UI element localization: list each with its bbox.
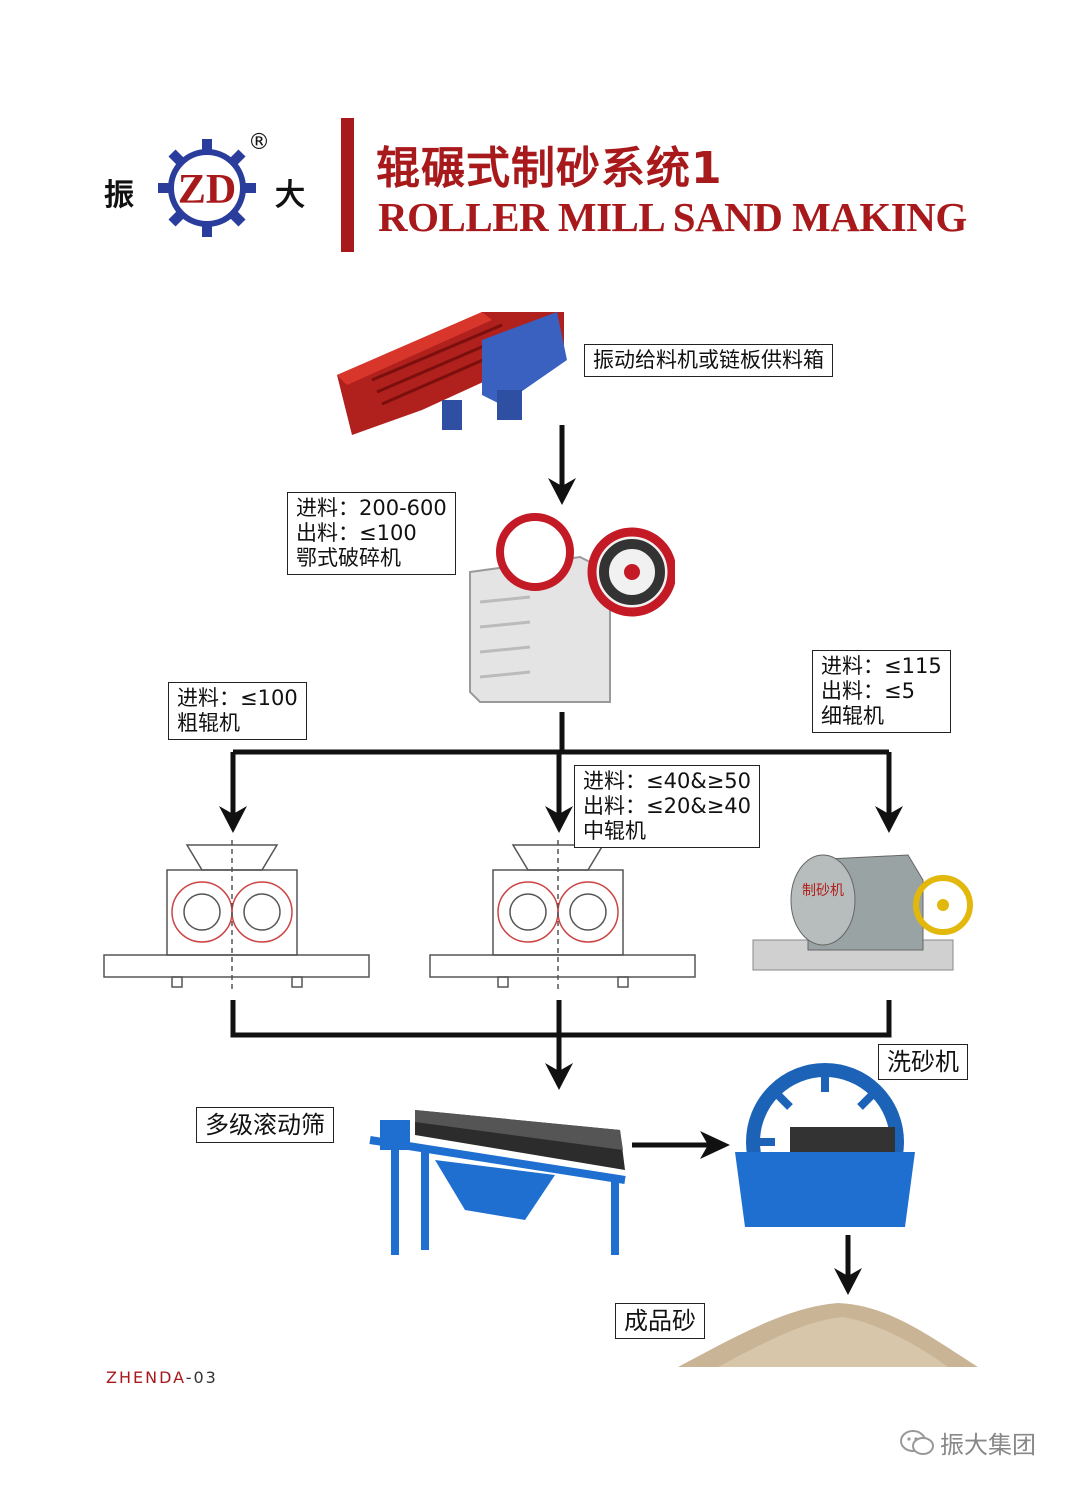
label-fine-name: 细辊机 <box>821 704 884 728</box>
page-number: ZHENDA-03 <box>106 1368 218 1387</box>
label-medium-name: 中辊机 <box>583 819 646 843</box>
label-fine-output: 出料：≤5 <box>821 679 915 703</box>
label-coarse-name: 粗辊机 <box>177 711 240 735</box>
label-fine-feed: 进料：≤115 <box>821 654 942 678</box>
header: 振 大 ZD ® 辊碾式制砂系统1 ROLLER MILL SAND MAKIN… <box>0 100 1080 260</box>
arrowhead-screen <box>545 1063 573 1090</box>
sand-pile-image <box>678 1303 978 1367</box>
wechat-account-name: 振大集团 <box>940 1431 1036 1459</box>
label-product-name: 成品砂 <box>624 1307 696 1335</box>
page-prefix: ZHENDA <box>106 1368 186 1387</box>
wechat-watermark: 振大集团 <box>900 1425 1036 1460</box>
label-jaw-crusher: 进料：200-600 出料：≤100 鄂式破碎机 <box>287 492 456 575</box>
label-jaw-output: 出料：≤100 <box>296 521 417 545</box>
label-fine-roller: 进料：≤115 出料：≤5 细辊机 <box>812 650 951 733</box>
label-medium-roller: 进料：≤40&≥50 出料：≤20&≥40 中辊机 <box>574 765 761 848</box>
label-screen-name: 多级滚动筛 <box>205 1111 325 1139</box>
label-medium-feed: 进料：≤40&≥50 <box>583 769 752 793</box>
title-chinese: 辊碾式制砂系统1 <box>376 143 723 194</box>
medium-roller-drawing <box>429 840 696 990</box>
title-english: ROLLER MILL SAND MAKING <box>378 194 967 240</box>
jaw-crusher-image <box>469 513 675 703</box>
wechat-icon <box>900 1429 934 1455</box>
coarse-roller-drawing <box>103 840 370 990</box>
svg-text:制砂机: 制砂机 <box>802 883 844 899</box>
fine-roller-image: 制砂机 <box>752 854 973 971</box>
label-jaw-feed: 进料：200-600 <box>296 496 447 520</box>
arrowhead-coarse <box>219 806 247 833</box>
company-logo: ZD <box>158 139 256 237</box>
vibrating-feeder-image <box>337 312 567 435</box>
arrowhead-product <box>834 1268 862 1295</box>
brand-left-char: 振 <box>104 178 134 213</box>
brand-right-char: 大 <box>275 178 305 213</box>
arrowhead-fine <box>875 806 903 833</box>
registered-mark: ® <box>248 130 270 155</box>
label-coarse-roller: 进料：≤100 粗辊机 <box>168 682 307 740</box>
arrowhead-feeder-to-jaw <box>548 478 576 505</box>
label-medium-output: 出料：≤20&≥40 <box>583 794 752 818</box>
arrowhead-washer <box>700 1131 730 1159</box>
sand-washer-image <box>735 1063 915 1227</box>
label-feeder-line: 振动给料机或链板供料箱 <box>593 348 824 372</box>
gear-icon <box>158 139 256 237</box>
label-sand-washer: 洗砂机 <box>878 1044 968 1080</box>
title-bar <box>341 118 354 252</box>
label-jaw-name: 鄂式破碎机 <box>296 546 401 570</box>
label-washer-name: 洗砂机 <box>887 1048 959 1076</box>
label-rotary-screen: 多级滚动筛 <box>196 1107 334 1143</box>
label-coarse-feed: 进料：≤100 <box>177 686 298 710</box>
rotary-screen-image <box>369 1110 626 1255</box>
arrowhead-medium <box>545 806 573 833</box>
label-finished-sand: 成品砂 <box>615 1303 705 1339</box>
logo-letters: ZD <box>178 167 236 213</box>
page-suffix: -03 <box>185 1368 218 1387</box>
label-feeder: 振动给料机或链板供料箱 <box>584 344 833 377</box>
